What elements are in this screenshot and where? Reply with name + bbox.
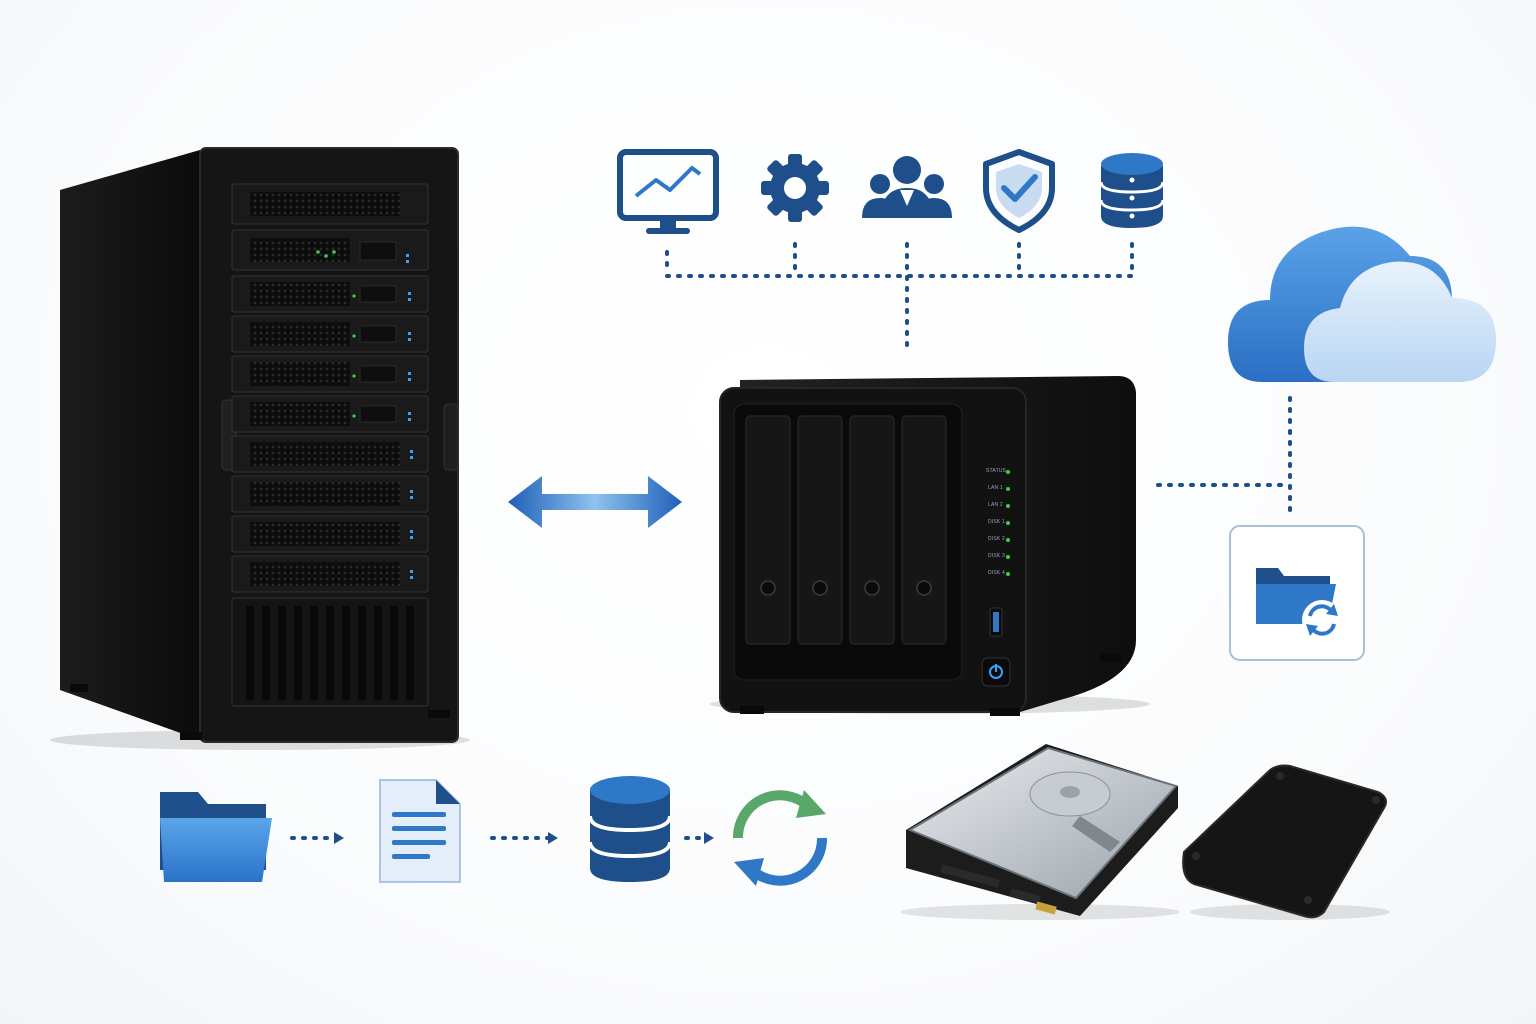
flow-arrowhead-3 [704, 832, 714, 844]
nas-led-label-lan1: LAN 1 [988, 485, 1003, 491]
monitor-chart-icon [617, 149, 719, 234]
cloud-connectors [1156, 396, 1292, 514]
nas-led-label-disk3: DISK 3 [988, 553, 1006, 559]
nas-led-label-status: STATUS [986, 468, 1007, 474]
nas-device [710, 376, 1150, 716]
cloud-icon [1228, 226, 1496, 382]
document-icon [379, 779, 461, 883]
sync-folder-card [1229, 525, 1365, 661]
nas-led-label-disk4: DISK 4 [988, 570, 1006, 576]
rack-units [231, 183, 429, 707]
tower-server [50, 147, 470, 750]
database-icon [1099, 153, 1165, 228]
server-leds [406, 254, 413, 579]
users-icon [862, 156, 952, 218]
shield-check-icon [983, 149, 1055, 233]
sync-icon [732, 790, 828, 886]
nas-led-label-lan2: LAN 2 [988, 502, 1003, 508]
nas-led-label-disk1: DISK 1 [988, 519, 1006, 525]
nas-bays [745, 415, 947, 645]
gear-icon [761, 154, 829, 222]
folder-icon [160, 792, 272, 882]
nas-led-label-disk2: DISK 2 [988, 536, 1006, 542]
server-green-leds [316, 250, 356, 418]
nas-leds [1006, 470, 1010, 576]
bidirectional-arrow [508, 476, 682, 528]
hard-drive [900, 744, 1180, 920]
flow-database-icon [588, 776, 672, 882]
flow-arrowhead-2 [548, 832, 558, 844]
top-connectors [665, 242, 1134, 352]
external-ssd [1182, 764, 1390, 920]
flow-arrowhead-1 [334, 832, 344, 844]
